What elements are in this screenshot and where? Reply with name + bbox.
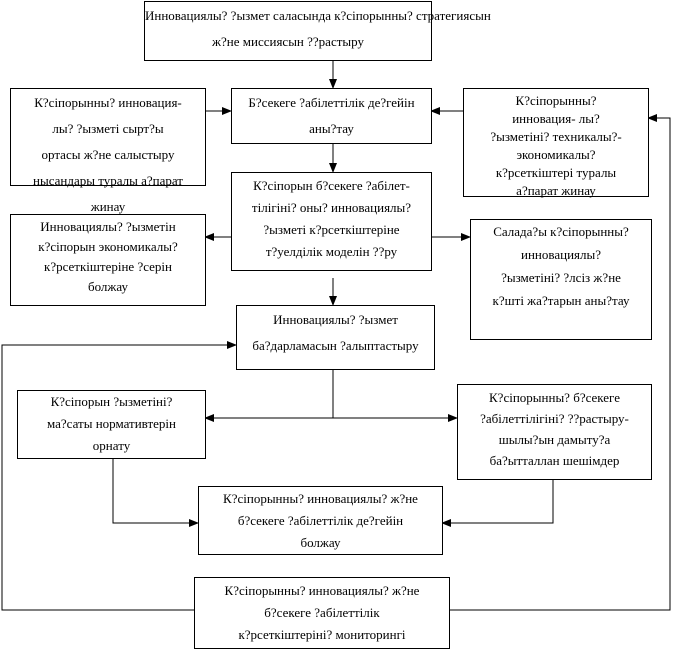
box-text: б?секеге ?абілеттілік bbox=[264, 605, 380, 620]
box-text: К?сіпорынны? bbox=[515, 93, 597, 108]
box-text: нысандары туралы а?парат bbox=[33, 173, 183, 188]
box-text: К?сіпорынны? инновация- bbox=[34, 95, 182, 110]
box-text: ?абілеттілігіні? ??растыру- bbox=[480, 411, 629, 426]
box-decisions: К?сіпорынны? б?секеге ?абілеттілігіні? ?… bbox=[457, 384, 652, 480]
box-text: Инновациялы? ?ызмет саласында к?сіпорынн… bbox=[145, 8, 491, 23]
box-text: ?ызметіні? техникалы?- bbox=[490, 129, 622, 144]
box-text: Б?секеге ?абілеттілік де?гейін bbox=[248, 95, 415, 110]
box-text: К?сіпорын ?ызметіні? bbox=[50, 394, 173, 409]
box-monitoring: К?сіпорынны? инновациялы? ж?не б?секеге … bbox=[194, 577, 450, 649]
box-text: орнату bbox=[92, 438, 131, 453]
box-text: к?сіпорын экономикалы? bbox=[38, 239, 178, 254]
arrow-monitoring-to-program bbox=[1, 341, 237, 611]
box-text: лы? ?ызметі сырт?ы bbox=[52, 121, 164, 136]
box-text: Инновациялы? ?ызметін bbox=[40, 219, 176, 234]
box-text: Салада?ы к?сіпорынны? bbox=[493, 224, 629, 239]
box-target-norms: К?сіпорын ?ызметіні? ма?саты нормативтер… bbox=[17, 390, 206, 459]
box-program: Инновациялы? ?ызмет ба?дарламасын ?алыпт… bbox=[236, 305, 435, 370]
box-text: К?сіпорынны? инновациялы? ж?не bbox=[224, 583, 420, 598]
arrow-monitoring-to-tech bbox=[449, 114, 671, 611]
box-forecast: К?сіпорынны? инновациялы? ж?не б?секеге … bbox=[198, 486, 443, 555]
box-mission: Инновациялы? ?ызмет саласында к?сіпорынн… bbox=[144, 1, 491, 61]
box-impact-forecast: Инновациялы? ?ызметін к?сіпорын экономик… bbox=[10, 214, 206, 306]
box-text: б?секеге ?абілеттілік де?гейін bbox=[237, 513, 404, 528]
box-text: тілігіні? оны? инновациялы? bbox=[251, 200, 412, 215]
box-text: к?рсеткіштері туралы bbox=[495, 165, 617, 180]
box-text: экономикалы? bbox=[516, 147, 596, 162]
box-strengths-weaknesses: Салада?ы к?сіпорынны? инновациялы? ?ызме… bbox=[470, 219, 652, 340]
box-text: к?рсеткіштеріні? мониторингі bbox=[238, 627, 406, 642]
box-text: болжау bbox=[87, 279, 129, 294]
box-tech-econ-info: К?сіпорынны? инновация- лы? ?ызметіні? т… bbox=[463, 88, 649, 198]
box-text: т?уелділік моделін ??ру bbox=[265, 244, 398, 259]
box-text: ?ызметіні? ?лсіз ж?не bbox=[501, 270, 621, 285]
box-text: к?шті жа?тарын аны?тау bbox=[492, 293, 630, 308]
box-text: К?сіпорынны? б?секеге bbox=[489, 390, 620, 405]
box-text: ортасы ж?не салыстыру bbox=[41, 147, 175, 162]
box-text: к?рсеткіштеріне ?серін bbox=[44, 259, 172, 274]
box-text: ба?ытталлан шешімдер bbox=[489, 453, 620, 468]
arrow-norms-to-forecast bbox=[112, 458, 199, 527]
box-competitiveness-level: Б?секеге ?абілеттілік де?гейін аны?тау bbox=[231, 88, 432, 144]
box-text: шылы?ын дамыту?а bbox=[498, 432, 611, 447]
box-text: а?парат жинау bbox=[516, 183, 596, 198]
box-text: К?сіпорынны? инновациялы? ж?не bbox=[223, 491, 418, 506]
box-text: аны?тау bbox=[309, 121, 354, 136]
box-text: К?сіпорын б?секеге ?абілет- bbox=[253, 178, 410, 193]
box-dependency-model: К?сіпорын б?секеге ?абілет- тілігіні? он… bbox=[231, 172, 432, 271]
box-text: болжау bbox=[300, 535, 341, 550]
box-external-info: К?сіпорынны? инновация- лы? ?ызметі сырт… bbox=[10, 88, 206, 214]
box-text: инновация- лы? bbox=[512, 111, 600, 126]
box-text: жинау bbox=[90, 199, 126, 214]
arrow-decisions-to-forecast bbox=[441, 479, 554, 527]
box-text: ?ызметі к?рсеткіштеріне bbox=[263, 222, 400, 237]
box-text: инновациялы? bbox=[521, 247, 601, 262]
box-text: Инновациялы? ?ызмет bbox=[273, 312, 398, 327]
box-text: ж?не миссиясын ??растыру bbox=[212, 34, 364, 49]
box-text: ба?дарламасын ?алыптастыру bbox=[252, 338, 419, 353]
box-text: ма?саты нормативтерін bbox=[46, 416, 176, 431]
